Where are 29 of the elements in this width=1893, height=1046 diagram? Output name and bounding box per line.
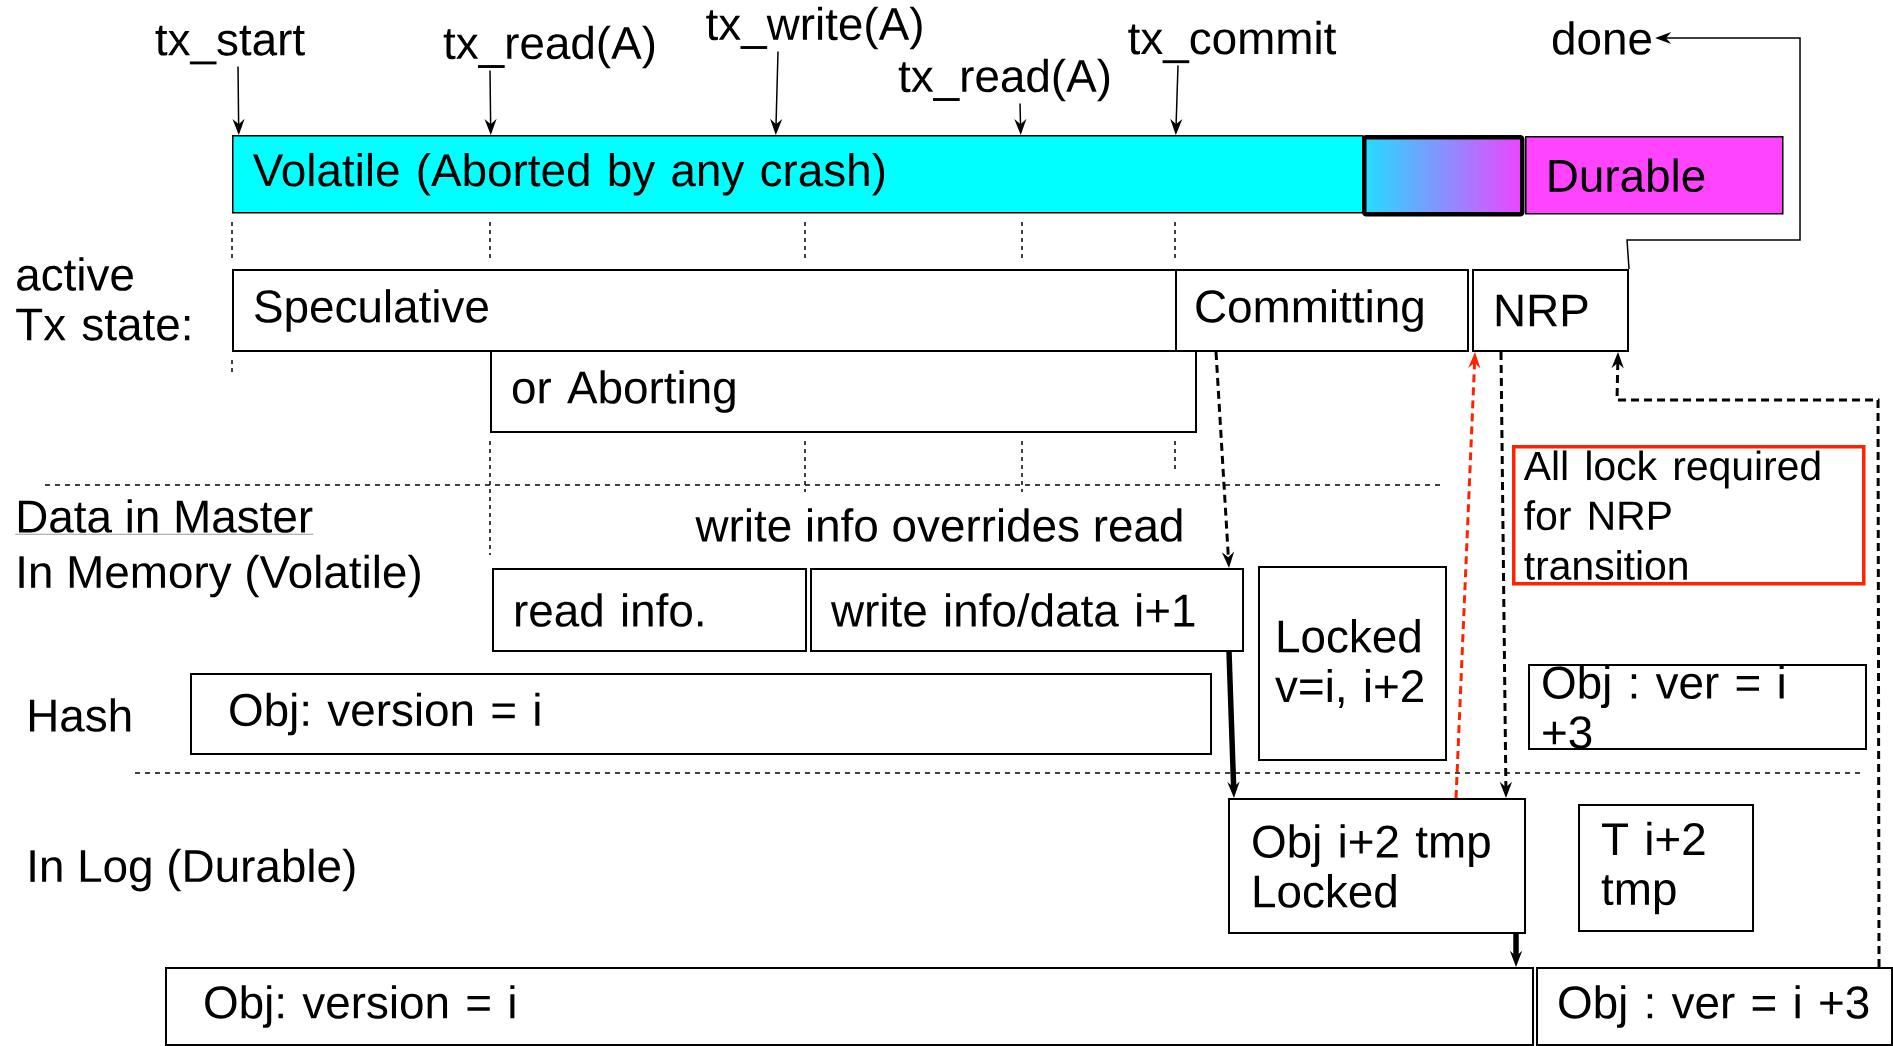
data-box: Obj : ver = i +3 — [1528, 664, 1867, 750]
event-label: tx_write(A) — [706, 6, 922, 50]
log-box: T i+2 tmp — [1578, 804, 1754, 932]
event-label: tx_read(A) — [443, 25, 655, 69]
event-label: tx_read(A) — [898, 58, 1110, 102]
state-box: NRP — [1472, 269, 1629, 352]
row-label: In Memory (Volatile) — [19, 554, 420, 598]
volatile-bar: Volatile (Aborted by any crash) — [232, 135, 1364, 214]
event-label: done — [1552, 21, 1651, 55]
event-label: tx_start — [155, 25, 305, 65]
state-box: Committing — [1175, 269, 1469, 352]
row-label: Hash — [29, 698, 131, 732]
row-label: In Log (Durable) — [30, 848, 355, 892]
data-box: Obj: version = i — [190, 673, 1212, 755]
row-label: active Tx state: — [16, 257, 190, 341]
section-heading: Data in Master — [15, 499, 314, 535]
durable-bar: Durable — [1525, 136, 1784, 215]
state-box: Speculative — [232, 269, 1177, 352]
log-box: Obj: version = i — [165, 967, 1535, 1046]
data-box: Locked v=i, i+2 — [1258, 566, 1447, 761]
note-text: write info overrides read — [695, 508, 1182, 542]
log-box: Obj : ver = i +3 — [1536, 967, 1893, 1046]
note-box: All lock required for NRP transition — [1512, 445, 1866, 586]
transition-box — [1362, 135, 1525, 217]
data-box: read info. — [492, 568, 807, 652]
data-box: write info/data i+1 — [810, 568, 1244, 652]
log-box: Obj i+2 tmp Locked — [1228, 798, 1526, 934]
event-label: tx_commit — [1128, 20, 1337, 64]
state-box: or Aborting — [490, 350, 1197, 433]
